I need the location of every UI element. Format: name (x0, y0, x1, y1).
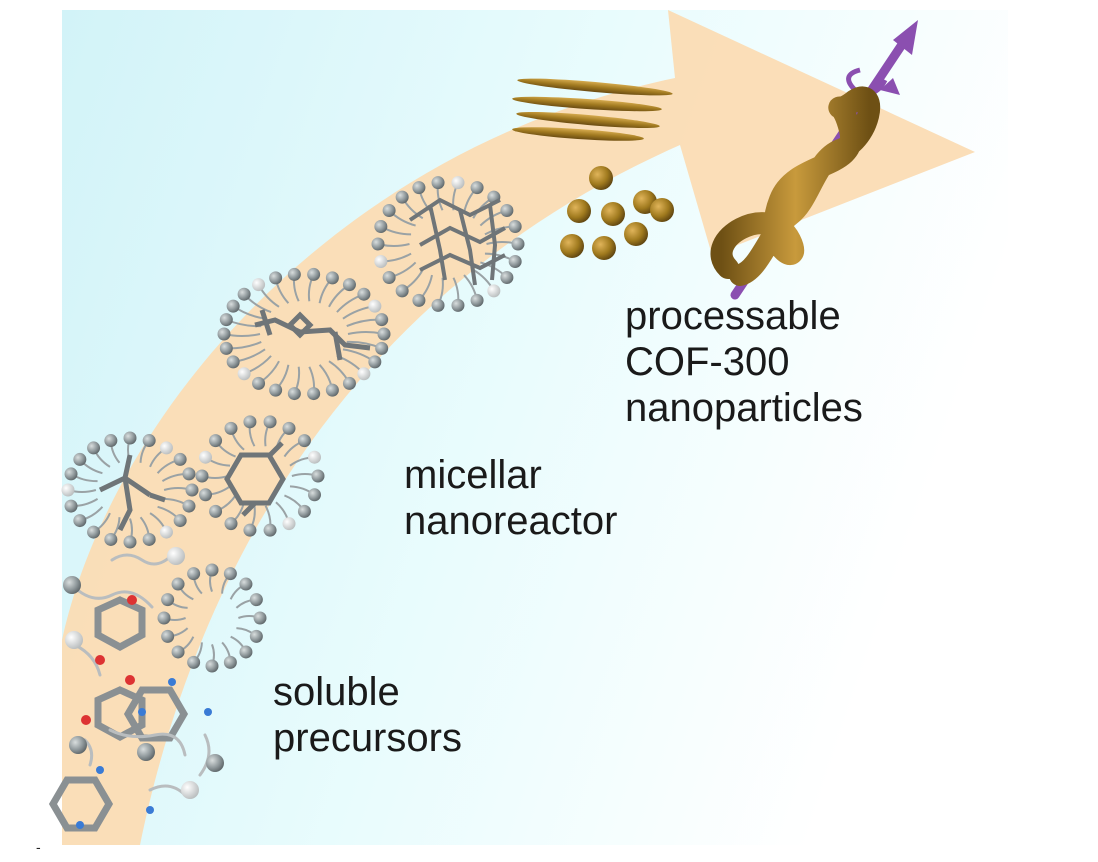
soluble-precursors-label-line1: soluble (273, 670, 400, 714)
micellar-nanoreactor-label: micellar nanoreactor (404, 452, 617, 544)
framework-network (408, 197, 506, 286)
nanoparticle-cluster (560, 166, 674, 260)
micellar-nanoreactor-label-line1: micellar (404, 453, 542, 497)
micelle-sphere-icon (61, 431, 199, 549)
aldehyde-precursor (224, 441, 286, 517)
processable-cof-label-line1: processable (625, 294, 841, 338)
micelle-sphere-icon (157, 563, 267, 673)
linked-precursor (254, 309, 371, 361)
micelle-sphere-icon (195, 415, 325, 537)
processable-cof-label: processable COF-300 nanoparticles (625, 293, 863, 431)
soluble-precursors-label-line2: precursors (273, 716, 462, 760)
corner-dash-mark: - (36, 839, 41, 855)
soluble-precursor-molecules (48, 547, 224, 832)
micellar-nanoreactor-label-line2: nanoreactor (404, 499, 618, 543)
micelle-group (61, 176, 525, 673)
soluble-precursors-label: soluble precursors (273, 669, 462, 761)
nanorod-stack (512, 78, 673, 141)
processable-cof-label-line2: COF-300 (625, 340, 790, 384)
processable-cof-label-line3: nanoparticles (625, 386, 863, 430)
helical-fiber-icon (710, 20, 918, 300)
tetrahedral-precursor (98, 454, 166, 532)
